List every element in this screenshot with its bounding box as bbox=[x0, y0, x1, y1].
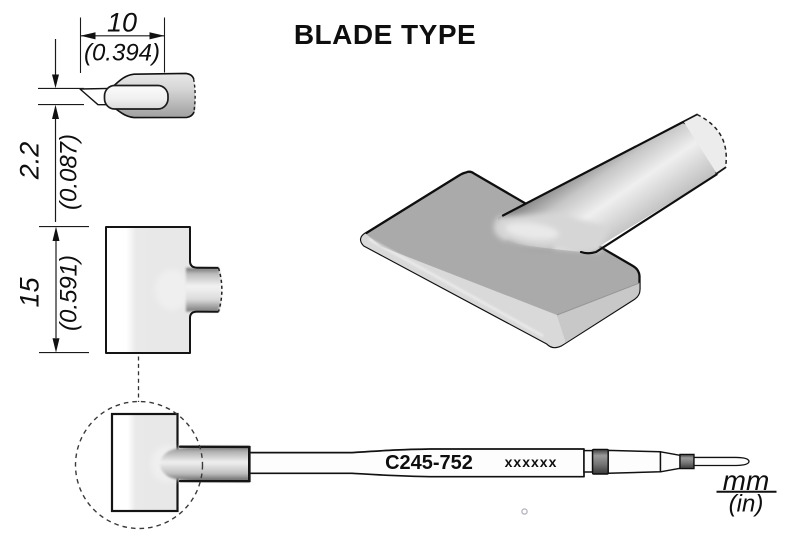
dim-thickness-in: (0.087) bbox=[56, 134, 83, 210]
tip-front-view bbox=[105, 226, 223, 354]
tip-iso-view bbox=[359, 113, 727, 349]
arrowhead-up bbox=[52, 104, 59, 119]
stub-edge-top bbox=[682, 113, 698, 123]
shank-front-fill bbox=[186, 267, 222, 312]
plate-edge-sheen bbox=[368, 237, 544, 338]
shank-detail-fill bbox=[160, 446, 250, 482]
tip-cone-cut-dashed bbox=[192, 78, 196, 113]
shank-nose-soft bbox=[155, 269, 189, 311]
cartridge-tip-rod bbox=[693, 456, 750, 467]
units-in: (in) bbox=[729, 491, 764, 518]
dim-blade-length: 10 (0.394) bbox=[79, 8, 166, 73]
cartridge-view: C245-752 xxxxxx bbox=[74, 356, 750, 530]
arrowhead-down bbox=[52, 74, 59, 89]
dim-length-in: (0.394) bbox=[84, 40, 160, 67]
plate-side-top-edge bbox=[556, 282, 640, 316]
blade-outline bbox=[105, 226, 219, 354]
cartridge-model: C245-752 bbox=[385, 452, 473, 474]
cartridge-marking: xxxxxx bbox=[505, 454, 558, 470]
arrowhead-down bbox=[52, 338, 60, 353]
arrowhead-up bbox=[52, 226, 60, 241]
cylinder-stub bbox=[683, 114, 727, 174]
dim-thickness-mm: 2.2 bbox=[15, 142, 45, 181]
dim-width-mm: 15 bbox=[15, 277, 45, 308]
arrowhead-left bbox=[80, 32, 96, 40]
cartridge-band-2 bbox=[679, 453, 695, 470]
tip-side-view bbox=[79, 72, 196, 119]
blade-shank-side bbox=[103, 84, 169, 110]
arrowhead-right bbox=[149, 32, 165, 40]
detail-circle-dashed bbox=[74, 400, 204, 530]
cartridge-taper bbox=[659, 451, 681, 473]
tip-cone-outline-bottom bbox=[111, 105, 195, 119]
cylinder-top-edge bbox=[501, 120, 685, 217]
dim-blade-width: 15 (0.591) bbox=[15, 226, 89, 354]
page-title: BLADE TYPE bbox=[294, 19, 476, 50]
dim-length-mm: 10 bbox=[107, 8, 137, 38]
stray-mark bbox=[521, 508, 528, 515]
tip-cone-outline-top bbox=[111, 72, 195, 89]
cartridge-mid-section bbox=[607, 449, 662, 474]
stub-cut-dashed bbox=[696, 113, 727, 168]
cartridge-step bbox=[583, 449, 594, 473]
units-fraction: mm (in) bbox=[716, 465, 777, 518]
cone-highlight bbox=[505, 222, 559, 240]
dim-blade-thickness: 2.2 (0.087) bbox=[15, 39, 84, 222]
cone-crease bbox=[505, 239, 555, 251]
cartridge-band-1 bbox=[591, 448, 609, 475]
stub-edge-bottom bbox=[715, 166, 727, 175]
cylinder-bottom-edge bbox=[579, 173, 718, 255]
cartridge-rod bbox=[248, 448, 585, 478]
dim-width-in: (0.591) bbox=[56, 255, 83, 331]
plate-side-face bbox=[557, 283, 640, 343]
